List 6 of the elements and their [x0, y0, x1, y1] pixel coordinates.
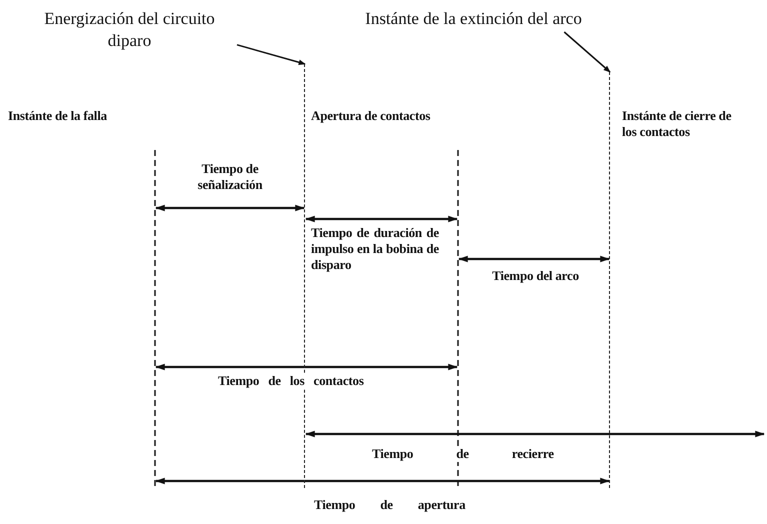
annotation-text: Energización del circuito diparo: [22, 8, 237, 52]
timing-label: Tiempo de duración de impulso en la bobina de disparo: [311, 225, 439, 273]
annotation-text: Instánte de la extinción del arco: [336, 8, 611, 30]
dashed-time-marker: [609, 72, 610, 488]
leader-line: [236, 44, 306, 65]
leader-line: [564, 31, 611, 73]
